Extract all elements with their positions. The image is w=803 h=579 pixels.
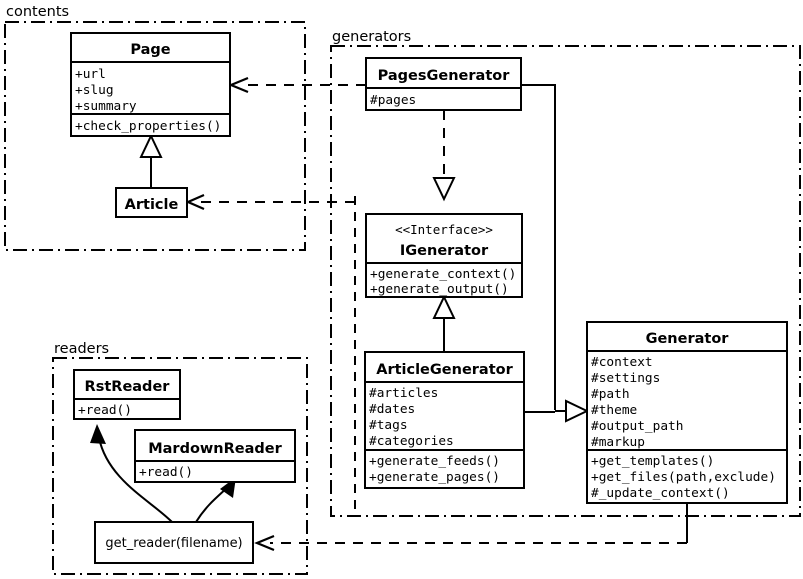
class-title-generator: Generator — [646, 331, 730, 347]
class-attr-page-2: +summary — [75, 99, 137, 114]
class-box-articlegenerator[interactable]: ArticleGenerator #articles #dates #tags … — [364, 351, 525, 489]
class-box-page[interactable]: Page +url +slug +summary +check_properti… — [70, 32, 231, 137]
class-title-igenerator: IGenerator — [400, 243, 489, 259]
class-box-pagesgenerator[interactable]: PagesGenerator #pages — [365, 57, 522, 111]
class-box-igenerator[interactable]: <<Interface>> IGenerator +generate_conte… — [365, 213, 523, 298]
class-method-articlegenerator-0: +generate_feeds() — [369, 454, 500, 469]
package-label-readers: readers — [54, 341, 109, 357]
function-box-get-reader[interactable]: get_reader(filename) — [94, 521, 254, 564]
package-border-readers — [52, 357, 308, 575]
class-attr-articlegenerator-3: #categories — [369, 434, 454, 449]
class-attr-generator-2: #path — [591, 387, 630, 402]
class-method-igenerator-0: +generate_context() — [370, 267, 516, 282]
class-title-article: Article — [125, 197, 179, 213]
class-title-page: Page — [130, 42, 170, 58]
class-attr-page-1: +slug — [75, 83, 114, 98]
class-attr-articlegenerator-2: #tags — [369, 418, 408, 433]
edge-getreader-to-rstreader — [98, 437, 173, 523]
class-title-pagesgenerator: PagesGenerator — [378, 68, 511, 84]
package-label-contents: contents — [6, 4, 69, 20]
class-method-generator-0: +get_templates() — [591, 454, 714, 469]
class-attr-page-0: +url — [75, 67, 106, 82]
class-method-igenerator-1: +generate_output() — [370, 282, 509, 297]
edge-pagesgenerator-to-generator — [521, 84, 556, 410]
arrowhead-page — [228, 76, 249, 94]
class-attr-pagesgenerator-0: #pages — [370, 93, 416, 108]
class-method-articlegenerator-1: +generate_pages() — [369, 470, 500, 485]
function-label-get-reader: get_reader(filename) — [105, 536, 242, 551]
class-box-generator[interactable]: Generator #context #settings #path #them… — [586, 321, 788, 504]
class-attr-generator-3: #theme — [591, 403, 637, 418]
arrowhead-rstreader — [90, 424, 106, 444]
class-attr-generator-5: #markup — [591, 435, 645, 450]
edge-getreader-to-mardownreader — [195, 486, 229, 523]
class-title-articlegenerator: ArticleGenerator — [376, 362, 513, 378]
triangle-article-to-page — [139, 133, 163, 158]
class-method-rstreader-0: +read() — [78, 403, 132, 418]
class-attr-generator-0: #context — [591, 355, 653, 370]
class-attr-generator-4: #output_path — [591, 419, 683, 434]
arrowhead-getreader — [254, 534, 275, 552]
class-attr-articlegenerator-0: #articles — [369, 386, 438, 401]
triangle-articlegenerator-to-igenerator — [432, 294, 456, 319]
package-border-generators — [330, 45, 801, 517]
class-box-article[interactable]: Article — [115, 187, 188, 218]
class-title-rstreader: RstReader — [85, 379, 171, 395]
triangle-pagesgenerator-to-igenerator — [432, 177, 456, 202]
class-method-generator-2: #_update_context() — [591, 486, 730, 501]
triangle-to-generator — [565, 399, 590, 423]
class-box-mardownreader[interactable]: MardownReader +read() — [134, 429, 296, 483]
class-attr-articlegenerator-1: #dates — [369, 402, 415, 417]
package-label-generators: generators — [332, 29, 411, 45]
package-border-contents — [4, 21, 306, 251]
class-method-page-0: +check_properties() — [75, 119, 221, 134]
class-title-mardownreader: MardownReader — [148, 441, 282, 457]
class-method-generator-1: +get_files(path,exclude) — [591, 470, 776, 485]
class-method-mardownreader-0: +read() — [139, 465, 193, 480]
class-attr-generator-1: #settings — [591, 371, 660, 386]
class-box-rstreader[interactable]: RstReader +read() — [73, 369, 181, 420]
class-stereotype-igenerator: <<Interface>> — [395, 222, 493, 237]
